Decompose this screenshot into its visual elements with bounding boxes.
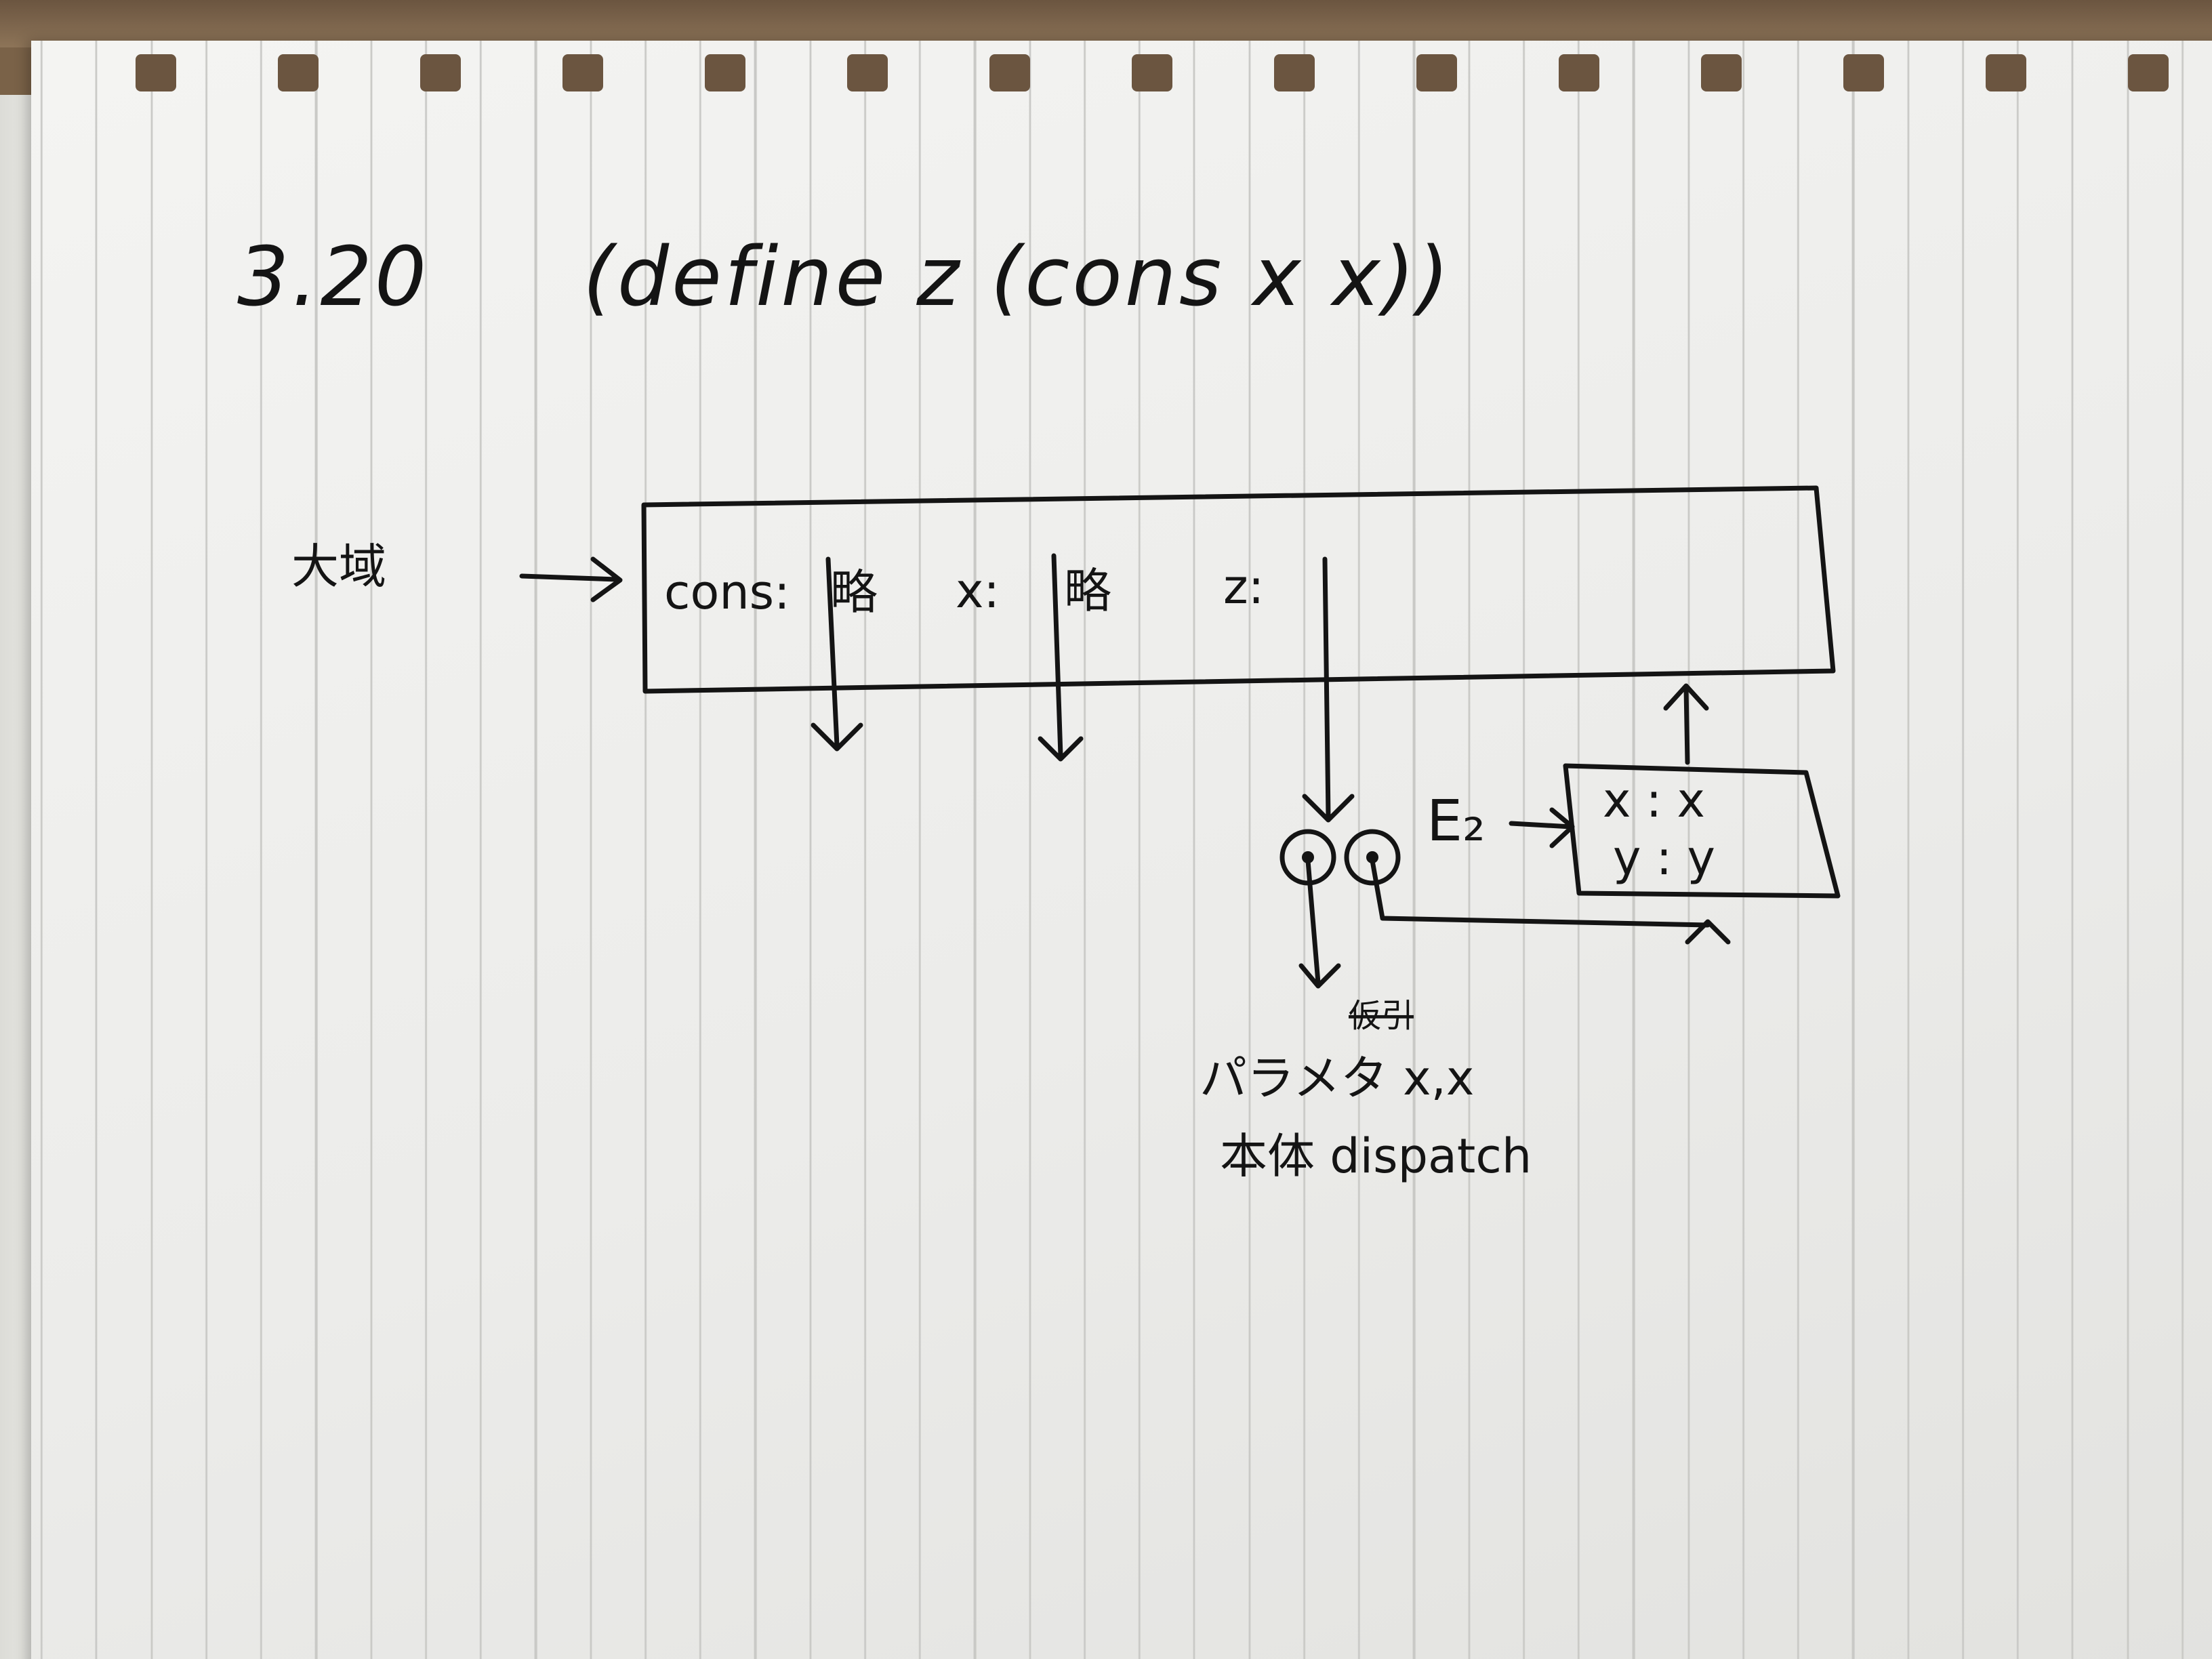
procedure-code-arrow (1298, 858, 1341, 989)
x-pointer-arrow (1038, 553, 1084, 762)
binding-hole (1843, 54, 1884, 91)
binding-hole (705, 54, 745, 91)
exercise-number: 3.20 (237, 230, 429, 325)
e2-binding-x: x : x (1603, 773, 1705, 828)
global-env-label: 大域 (291, 539, 386, 594)
binding-hole (1416, 54, 1457, 91)
e2-enclosing-env-arrow (1663, 683, 1709, 765)
global-env-pointer-arrow (519, 556, 623, 602)
binding-hole (562, 54, 603, 91)
procedure-env-circle (1344, 829, 1401, 886)
z-pointer-arrow (1302, 556, 1355, 823)
procedure-body: 本体 dispatch (1220, 1128, 1532, 1184)
procedure-code-dot (1302, 851, 1314, 863)
define-expression: (define z (cons x x)) (583, 230, 1452, 325)
binding-hole (1274, 54, 1315, 91)
binding-hole (278, 54, 319, 91)
global-env-frame (641, 485, 1836, 694)
binding-hole (1701, 54, 1742, 91)
procedure-env-arrow (1370, 858, 1731, 945)
x-binding-name: x: (956, 563, 1000, 619)
e2-binding-y: y : y (1613, 830, 1715, 886)
procedure-parameters: パラメタ x,x (1200, 1050, 1474, 1106)
scratched-note: 仮引 (1349, 997, 1414, 1035)
cons-binding-value: 略 (830, 565, 878, 620)
binding-hole (1986, 54, 2026, 91)
binding-hole (989, 54, 1030, 91)
notebook-page (31, 41, 2212, 1659)
binding-hole (847, 54, 888, 91)
binding-hole (136, 54, 176, 91)
binding-hole (1132, 54, 1172, 91)
x-binding-value: 略 (1064, 563, 1111, 619)
ruled-lines (31, 41, 2212, 1659)
procedure-env-dot (1366, 851, 1378, 863)
binding-hole (1559, 54, 1599, 91)
e2-frame (1563, 763, 1841, 899)
binding-holes (136, 54, 2169, 91)
cons-pointer-arrow (811, 556, 863, 752)
e2-pointer-arrow (1509, 807, 1575, 848)
z-binding-name: z: (1223, 559, 1264, 615)
torn-page-remnants (0, 0, 2212, 47)
binding-hole (2128, 54, 2169, 91)
cons-binding-name: cons: (664, 565, 790, 620)
e2-label: E₂ (1427, 787, 1486, 854)
binding-hole (420, 54, 461, 91)
